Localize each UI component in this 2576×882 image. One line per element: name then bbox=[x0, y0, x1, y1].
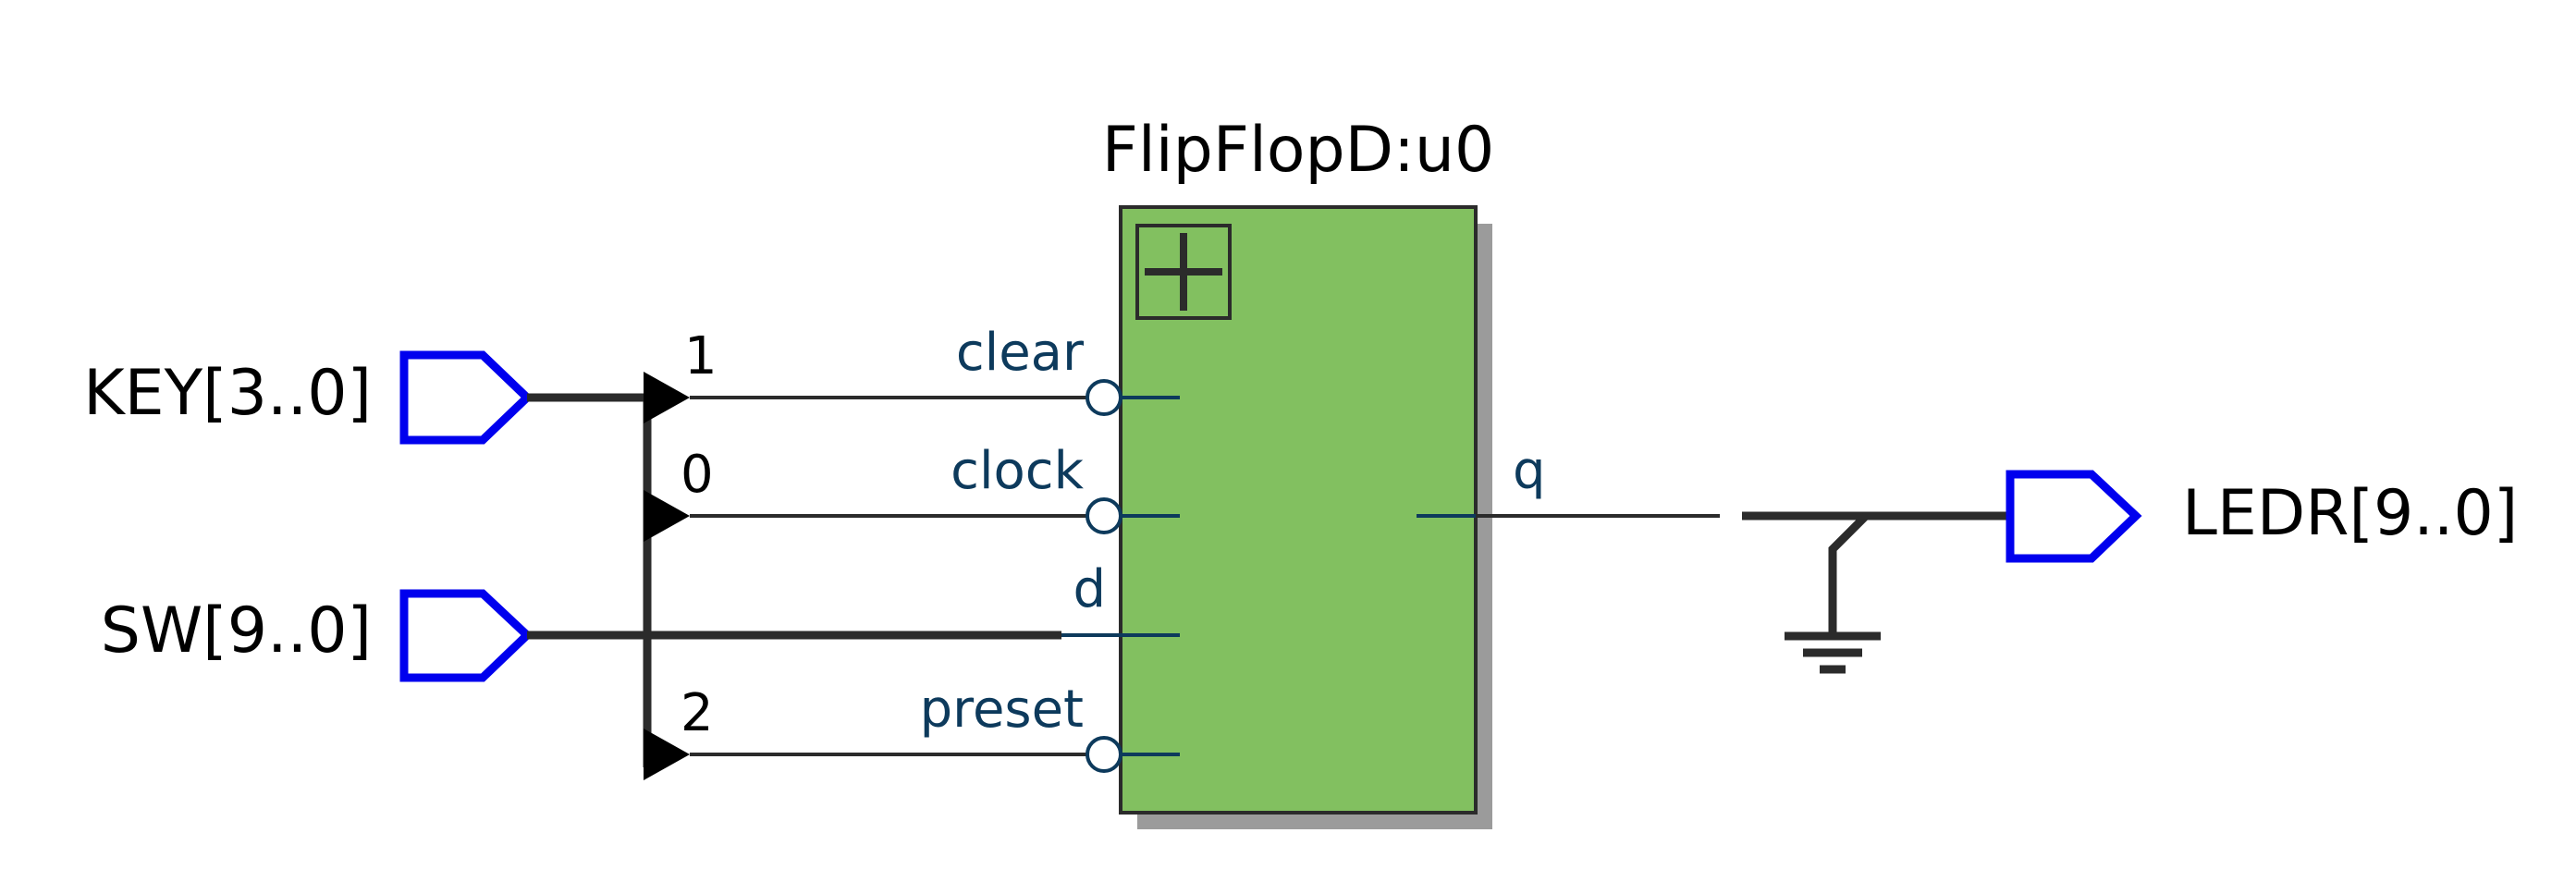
preset-port-label: preset bbox=[920, 680, 1084, 740]
q-port-label: q bbox=[1513, 441, 1546, 501]
block-title: FlipFlopD:u0 bbox=[1102, 114, 1494, 187]
preset-bit-label: 2 bbox=[681, 683, 714, 743]
clock-bit-label: 0 bbox=[681, 445, 714, 505]
sw-pin-shape bbox=[399, 589, 534, 682]
clear-port-label: clear bbox=[956, 323, 1085, 383]
clear-tap-arrow bbox=[644, 372, 690, 423]
preset-invert-bubble bbox=[1086, 736, 1122, 773]
ledr-output-pin[interactable]: LEDR[9..0] bbox=[2006, 470, 2518, 563]
clock-invert-bubble bbox=[1086, 497, 1122, 534]
ground-icon bbox=[1785, 631, 1881, 674]
key-input-label: KEY[3..0] bbox=[83, 357, 372, 430]
clear-bit-label: 1 bbox=[684, 326, 718, 386]
ledr-output-label: LEDR[9..0] bbox=[2182, 477, 2518, 550]
key-pin-shape bbox=[399, 350, 534, 445]
clear-invert-bubble bbox=[1086, 379, 1122, 416]
sw-input-pin[interactable]: SW[9..0] bbox=[101, 589, 534, 682]
key-input-pin[interactable]: KEY[3..0] bbox=[83, 350, 534, 445]
sw-input-label: SW[9..0] bbox=[101, 594, 372, 668]
d-port-label: d bbox=[1073, 559, 1106, 619]
clock-tap-arrow bbox=[644, 490, 690, 542]
clock-port-label: clock bbox=[951, 441, 1084, 501]
flipflopd-block[interactable]: FlipFlopD:u0 clear clock d preset q bbox=[920, 114, 1546, 829]
ledr-pin-shape bbox=[2006, 470, 2142, 563]
block-body bbox=[1119, 205, 1478, 815]
plus-icon[interactable] bbox=[1135, 224, 1232, 320]
preset-tap-arrow bbox=[644, 729, 690, 780]
ground-branch-wire bbox=[1828, 512, 1870, 632]
